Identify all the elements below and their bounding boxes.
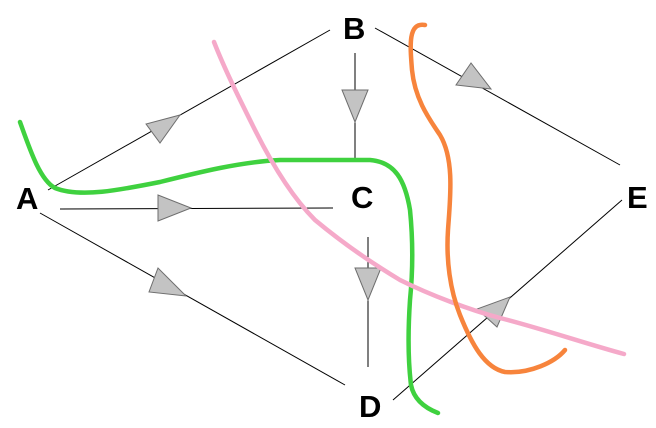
orange-cut-curve bbox=[408, 22, 568, 375]
arrowhead-b-c bbox=[341, 89, 369, 124]
node-c-label: C bbox=[351, 180, 373, 215]
node-labels: A B C D E bbox=[16, 11, 648, 424]
edges bbox=[39, 27, 623, 401]
node-b-label: B bbox=[343, 11, 365, 46]
arrowhead-a-b bbox=[145, 114, 182, 144]
arrowheads bbox=[145, 62, 511, 328]
arrowhead-a-d bbox=[148, 267, 188, 297]
node-e-label: E bbox=[627, 180, 648, 215]
cut-curves bbox=[17, 22, 627, 416]
green-cut-curve bbox=[17, 119, 441, 416]
arrowhead-a-c bbox=[157, 194, 193, 222]
arrowhead-c-d bbox=[354, 267, 382, 302]
edge-b-e bbox=[374, 27, 621, 166]
node-a-label: A bbox=[16, 181, 38, 216]
arrowhead-b-e bbox=[455, 62, 493, 90]
edge-a-c bbox=[59, 207, 334, 210]
edge-a-b bbox=[47, 29, 331, 191]
edge-a-d bbox=[39, 212, 346, 386]
arrowhead-d-e bbox=[476, 296, 511, 328]
node-d-label: D bbox=[359, 389, 381, 424]
pink-cut-curve bbox=[211, 39, 627, 357]
